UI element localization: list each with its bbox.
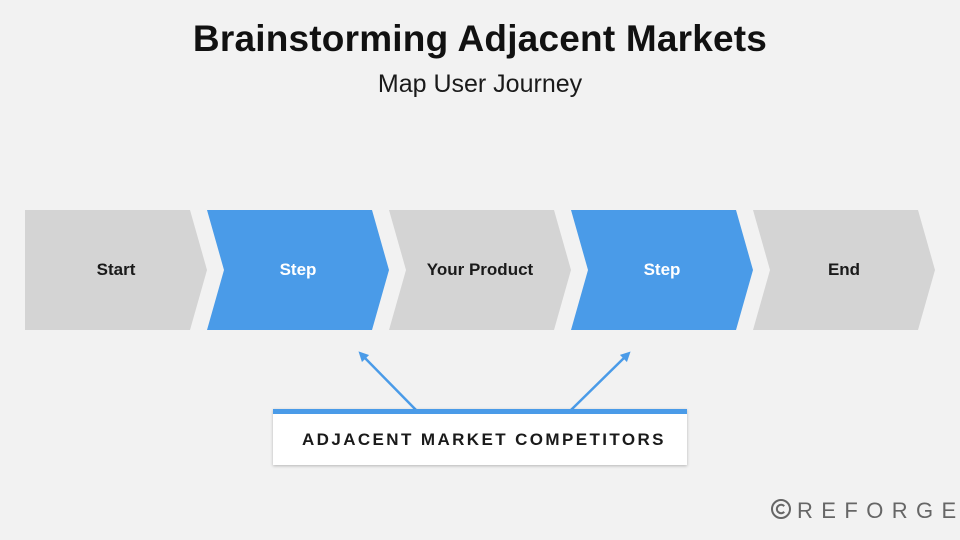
journey-step-label: Step	[279, 260, 317, 279]
journey-step-label: Your Product	[426, 260, 534, 279]
callout-label: ADJACENT MARKET COMPETITORS	[302, 429, 666, 449]
journey-step-4: Step	[571, 210, 753, 330]
journey-step-start: Start	[25, 210, 207, 330]
page-subtitle: Map User Journey	[377, 70, 583, 98]
journey-step-label: End	[827, 260, 861, 279]
brand-logo-text: REFORGE	[797, 498, 960, 523]
journey-step-label: Start	[96, 260, 136, 279]
journey-step-2: Step	[207, 210, 389, 330]
journey-step-end: End	[753, 210, 935, 330]
journey-step-label: Step	[643, 260, 681, 279]
copyright-icon	[771, 499, 791, 519]
arrow-to-step-2	[358, 351, 417, 411]
arrow-to-step-4	[570, 351, 631, 411]
journey-step-your-product: Your Product	[389, 210, 571, 330]
adjacent-competitors-callout: ADJACENT MARKET COMPETITORS	[273, 409, 687, 465]
page-title: Brainstorming Adjacent Markets	[192, 18, 768, 59]
